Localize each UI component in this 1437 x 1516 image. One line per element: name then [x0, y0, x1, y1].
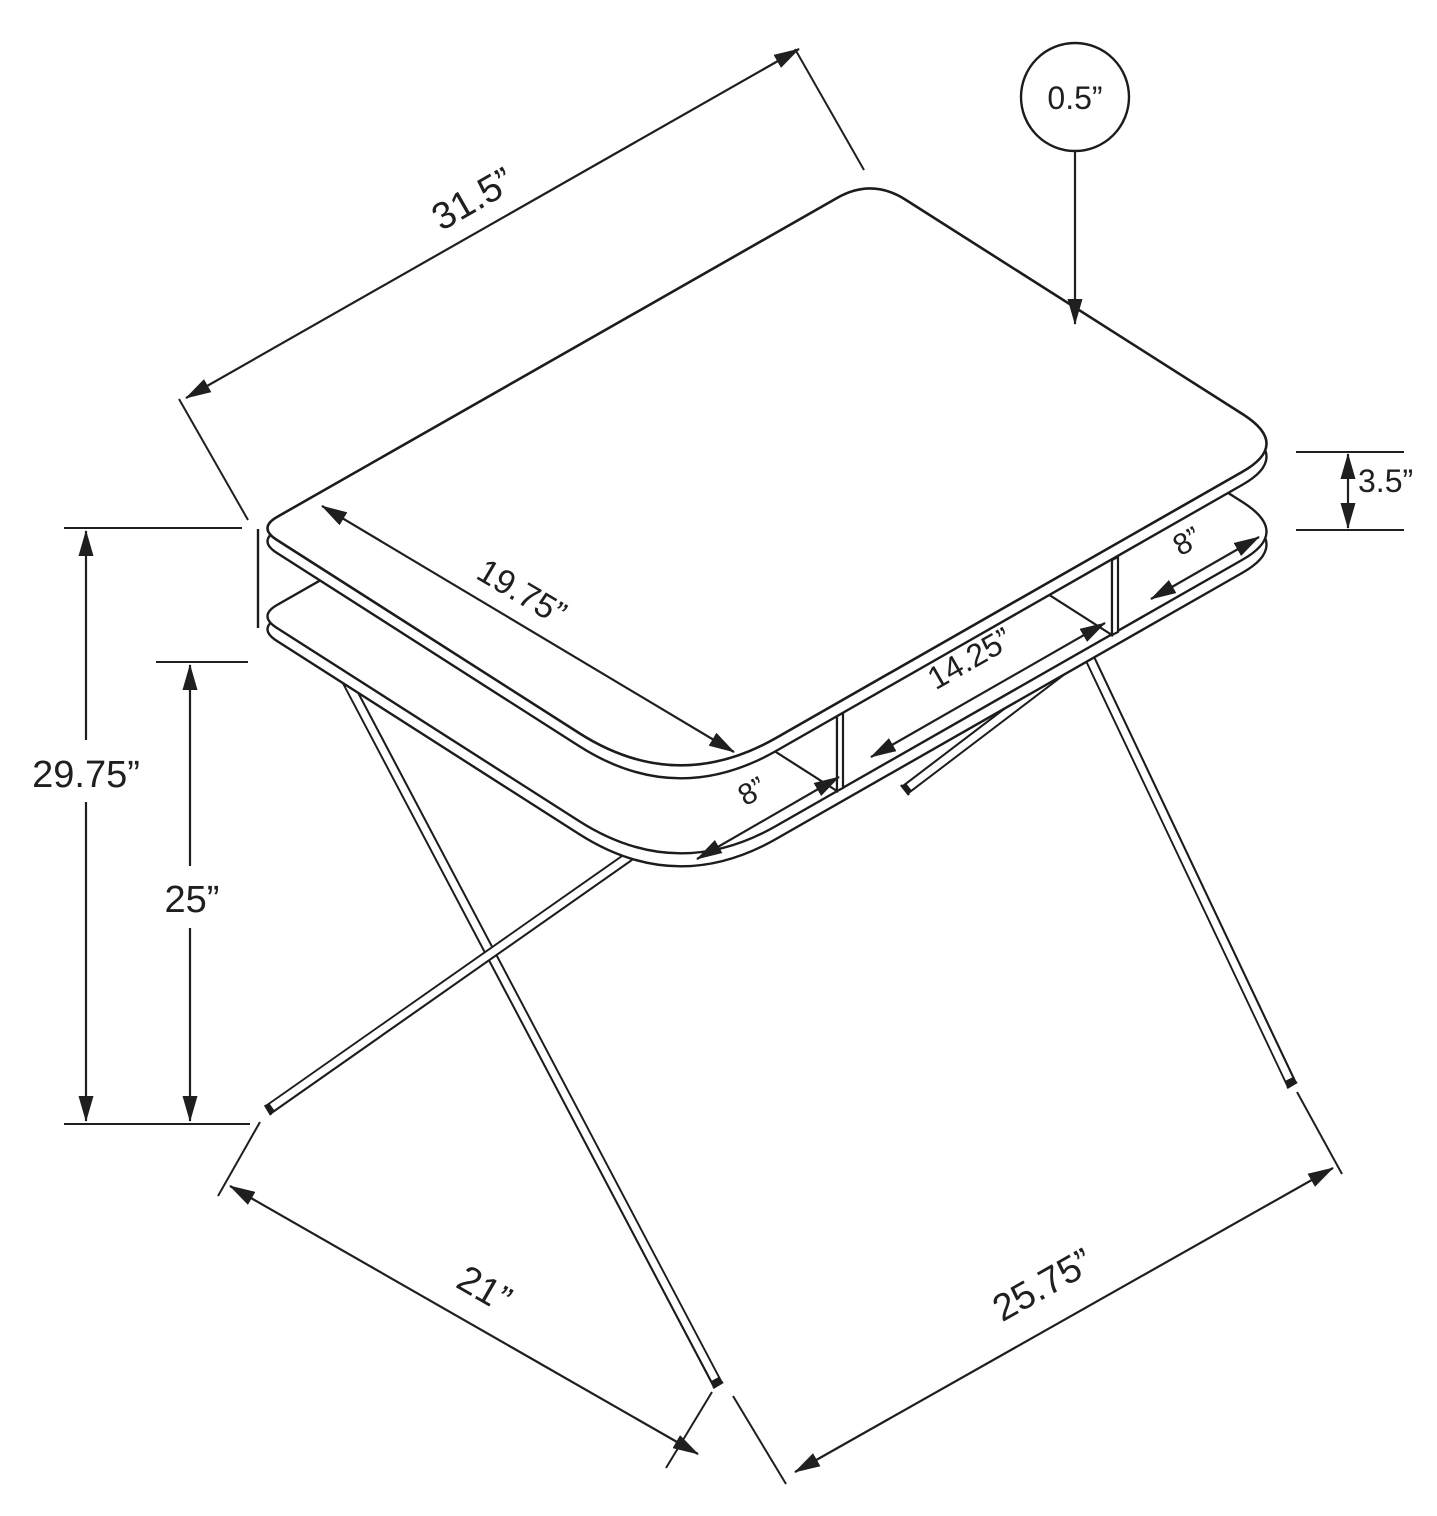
- foot-cap-left-back: [263, 1104, 273, 1116]
- dimension-top-thickness-label: 0.5”: [1047, 80, 1102, 116]
- dimension-base-depth-label: 21”: [450, 1258, 519, 1322]
- foot-cap-left-front: [712, 1380, 724, 1390]
- dimension-base-width: 25.75”: [732, 1091, 1343, 1485]
- dimension-cubby-height-label: 3.5”: [1358, 463, 1413, 499]
- dimension-clearance-height-label: 25”: [165, 879, 220, 921]
- dimension-top-width-label: 31.5”: [425, 160, 521, 239]
- dimension-base-depth: 21”: [217, 1121, 713, 1469]
- dimension-clearance-height: 25”: [156, 661, 248, 1122]
- dimension-cubby-height: 3.5”: [1296, 451, 1413, 531]
- foot-cap-right-front: [1286, 1080, 1298, 1090]
- dimension-base-width-label: 25.75”: [986, 1241, 1100, 1331]
- dimension-overall-height-label: 29.75”: [32, 754, 140, 796]
- dimension-top-thickness: 0.5”: [1019, 41, 1131, 325]
- dimension-overall-height: 29.75”: [32, 527, 250, 1125]
- desk-illustration: [256, 187, 1298, 1390]
- foot-cap-right-back: [900, 784, 910, 796]
